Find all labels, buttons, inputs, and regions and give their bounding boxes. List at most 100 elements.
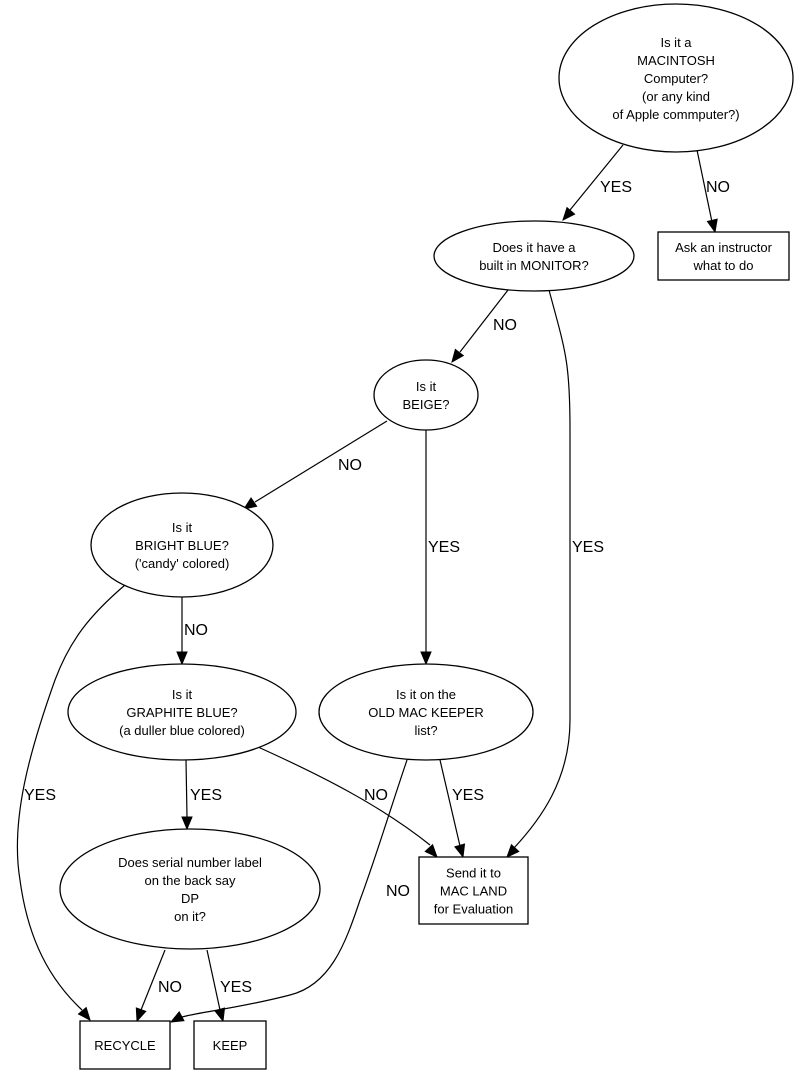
node-text-line: BRIGHT BLUE? [135, 538, 229, 553]
node-text-line: BEIGE? [403, 397, 450, 412]
edge-label: YES [428, 539, 460, 556]
node-ask-instructor: Ask an instructor what to do [657, 231, 790, 281]
edge-is_graphite-to-serial_dp: YES [181, 759, 222, 831]
node-is-graphite: Is it GRAPHITE BLUE? (a duller blue colore… [67, 663, 297, 761]
node-text-line: Does it have a [492, 240, 576, 255]
edge-label: NO [338, 457, 362, 474]
edge-label: NO [493, 317, 517, 334]
node-mac-land: Send it to MAC LAND for Evaluation [418, 856, 529, 925]
node-text-line: on the back say [144, 873, 236, 888]
edge-label: NO [158, 979, 182, 996]
node-text-line: Does serial number label [118, 855, 262, 870]
edge-serial_dp-to-keep: YES [206, 949, 252, 1023]
edge-label: NO [386, 883, 410, 900]
edge-keeper_list-to-recycle: NO [169, 759, 410, 1023]
edge-is_graphite-to-mac_land: NO [257, 746, 438, 858]
node-text-line: Is it a [660, 35, 692, 50]
edge-is_bright_blue-to-is_graphite: NO [176, 597, 208, 666]
node-text-line: built in MONITOR? [479, 258, 589, 273]
node-text-line: Computer? [644, 71, 708, 86]
node-text-line: MAC LAND [440, 884, 507, 899]
edge-line [439, 759, 461, 847]
edge-label: NO [706, 179, 730, 196]
edge-line [459, 289, 509, 353]
node-text-line: Send it to [446, 866, 501, 881]
edge-label: YES [572, 539, 604, 556]
node-text-line: MACINTOSH [637, 53, 715, 68]
decision-ellipse [67, 663, 297, 761]
arrowhead-icon [506, 843, 520, 858]
arrowhead-icon [424, 843, 438, 858]
node-text-line: list? [414, 723, 437, 738]
node-has-monitor: Does it have a built in MONITOR? [433, 220, 635, 292]
edge-label: YES [452, 787, 484, 804]
arrowhead-icon [242, 497, 258, 510]
edge-line [181, 759, 408, 1018]
node-text-line: Is it [172, 520, 193, 535]
node-is-beige: Is it BEIGE? [373, 359, 479, 431]
edge-label: YES [24, 787, 56, 804]
node-text-line: GRAPHITE BLUE? [126, 705, 237, 720]
decision-ellipse [433, 220, 635, 292]
edge-is_beige-to-keeper_list: YES [420, 430, 460, 666]
node-text-line: OLD MAC KEEPER [368, 705, 484, 720]
node-text-line: (a duller blue colored) [119, 723, 245, 738]
action-box [193, 1020, 267, 1070]
edge-label: YES [600, 179, 632, 196]
edge-keeper_list-to-mac_land: YES [439, 759, 484, 859]
arrowhead-icon [562, 206, 576, 221]
edge-label: NO [184, 622, 208, 639]
edge-is_bright_blue-to-recycle: YES [16, 584, 126, 1021]
edge-line [16, 584, 126, 1011]
edge-line [257, 746, 431, 846]
decision-ellipse [90, 492, 274, 598]
edge-is_mac-to-has_monitor: YES [562, 144, 632, 221]
decision-ellipse [373, 359, 479, 431]
edge-has_monitor-to-mac_land: YES [506, 289, 604, 858]
edge-line [569, 144, 624, 211]
node-text-line: (or any kind [642, 89, 710, 104]
node-text-line: for Evaluation [434, 902, 514, 917]
edge-is_beige-to-is_bright_blue: NO [242, 420, 388, 510]
node-text-line: DP [181, 891, 199, 906]
arrowhead-icon [706, 218, 718, 234]
arrowhead-icon [454, 843, 466, 859]
node-text-line: Is it on the [396, 687, 456, 702]
edge-line [696, 149, 713, 223]
edge-has_monitor-to-is_beige: NO [451, 289, 517, 364]
arrowhead-icon [135, 1007, 147, 1023]
edge-label: YES [190, 787, 222, 804]
edge-line [185, 759, 188, 818]
edge-serial_dp-to-recycle: NO [135, 949, 182, 1023]
node-serial-dp: Does serial number label on the back sayD… [59, 828, 321, 950]
arrowhead-icon [214, 1007, 226, 1023]
action-box [657, 231, 790, 281]
node-text-line: Ask an instructor [675, 240, 772, 255]
action-box [418, 856, 529, 925]
edge-is_mac-to-ask_instructor: NO [696, 149, 730, 234]
node-text-line: Is it [416, 379, 437, 394]
node-is-bright-blue: Is it BRIGHT BLUE? ('candy' colored) [90, 492, 274, 598]
node-text-line: on it? [174, 909, 206, 924]
edge-label: YES [220, 979, 252, 996]
node-text-line: what to do [693, 258, 754, 273]
node-text-line: KEEP [213, 1038, 248, 1053]
edge-line [254, 420, 388, 503]
arrowhead-icon [451, 348, 465, 364]
edge-line [206, 949, 221, 1011]
arrowhead-icon [77, 1006, 91, 1021]
decision-ellipse [318, 663, 534, 761]
node-text-line: ('candy' colored) [135, 556, 230, 571]
node-recycle: RECYCLE [79, 1020, 171, 1070]
node-text-line: Is it [172, 687, 193, 702]
arrowhead-icon [420, 651, 432, 666]
node-keep: KEEP [193, 1020, 267, 1070]
action-box [79, 1020, 171, 1070]
edge-label: NO [364, 787, 388, 804]
edge-line [513, 289, 571, 849]
edge-line [140, 949, 166, 1011]
